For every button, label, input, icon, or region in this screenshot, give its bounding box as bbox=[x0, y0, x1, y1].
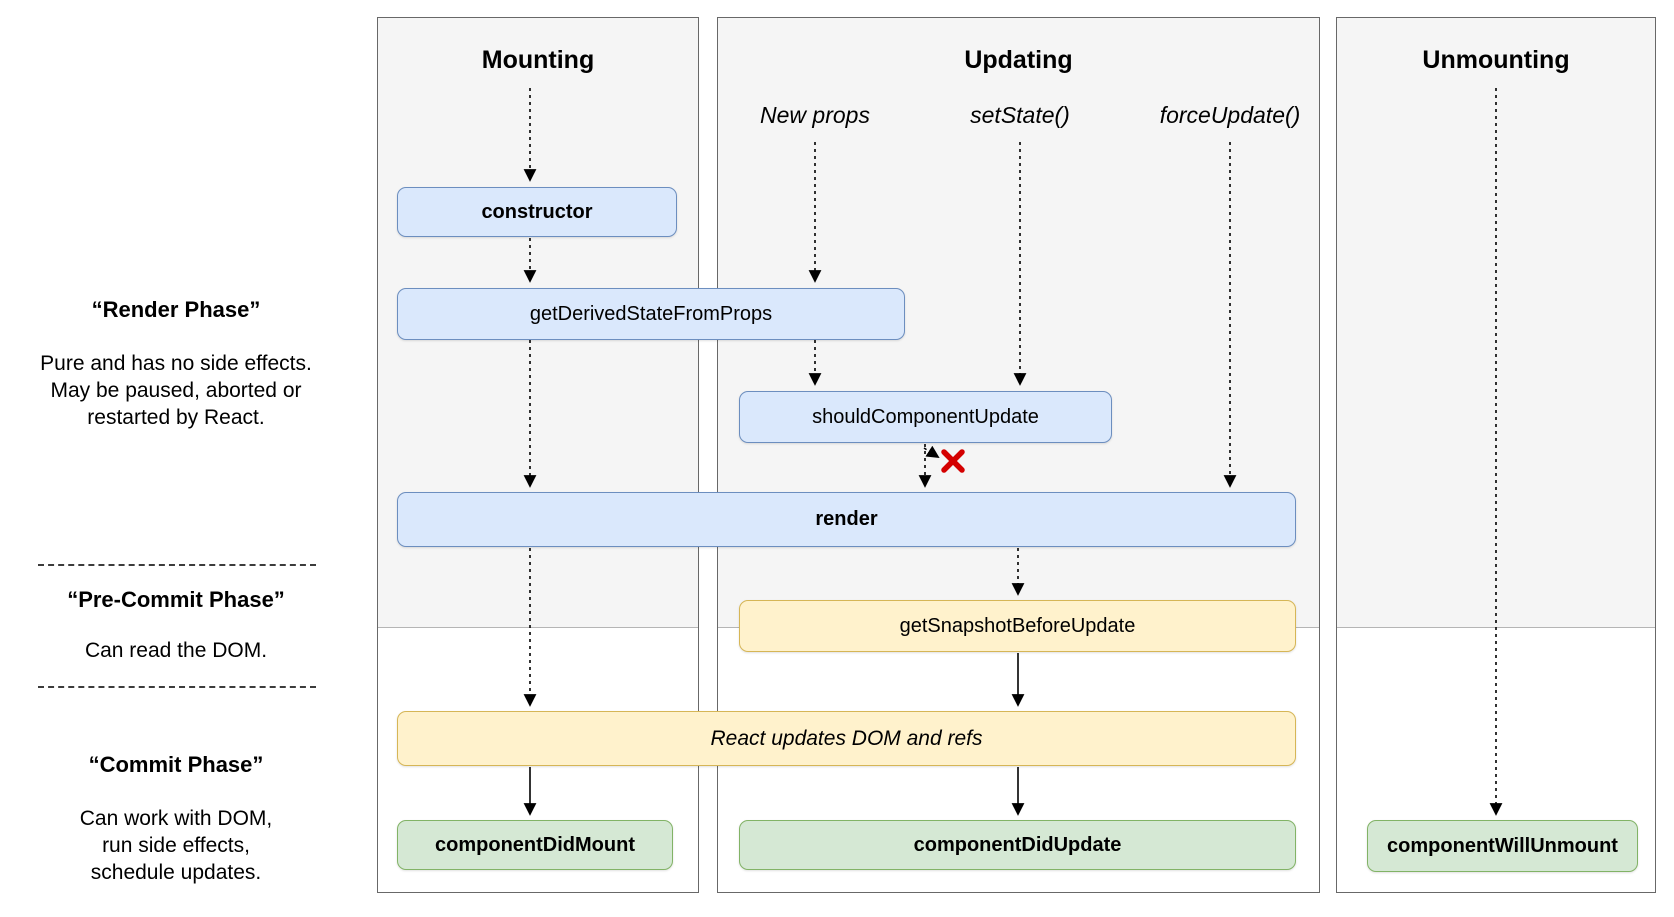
render-phase-line: May be paused, aborted or bbox=[50, 379, 302, 402]
phase-divider bbox=[38, 564, 316, 566]
node-component-will-unmount[interactable]: componentWillUnmount bbox=[1367, 820, 1638, 872]
pre-commit-phase-title: “Pre-Commit Phase” bbox=[67, 587, 285, 612]
render-phase-line: Pure and has no side effects. bbox=[40, 352, 312, 375]
commit-phase-line: Can work with DOM, bbox=[79, 807, 273, 830]
commit-phase-title: “Commit Phase” bbox=[88, 752, 264, 777]
node-component-did-mount[interactable]: componentDidMount bbox=[397, 820, 673, 870]
commit-phase-line: run side effects, bbox=[102, 834, 250, 857]
trigger-force-update: forceUpdate() bbox=[1159, 102, 1301, 128]
phase-divider bbox=[38, 686, 316, 688]
pre-commit-phase-line: Can read the DOM. bbox=[84, 639, 268, 662]
render-phase-title: “Render Phase” bbox=[91, 297, 261, 322]
commit-phase-description: Can work with DOM, run side effects, sch… bbox=[20, 805, 332, 886]
unmounting-column: Unmounting bbox=[1336, 17, 1656, 893]
node-get-snapshot-before-update[interactable]: getSnapshotBeforeUpdate bbox=[739, 600, 1296, 652]
render-phase-description: Pure and has no side effects. May be pau… bbox=[20, 350, 332, 431]
updating-column-title: Updating bbox=[964, 46, 1073, 74]
node-react-updates-dom-and-refs: React updates DOM and refs bbox=[397, 711, 1296, 766]
trigger-set-state: setState() bbox=[970, 102, 1070, 128]
commit-phase-line: schedule updates. bbox=[90, 861, 262, 884]
unmounting-render-zone bbox=[1337, 18, 1655, 628]
node-get-derived-state-from-props[interactable]: getDerivedStateFromProps bbox=[397, 288, 905, 340]
render-phase-line: restarted by React. bbox=[87, 406, 265, 429]
node-component-did-update[interactable]: componentDidUpdate bbox=[739, 820, 1296, 870]
node-render[interactable]: render bbox=[397, 492, 1296, 547]
unmounting-column-title: Unmounting bbox=[1422, 46, 1570, 74]
node-constructor[interactable]: constructor bbox=[397, 187, 677, 237]
node-should-component-update[interactable]: shouldComponentUpdate bbox=[739, 391, 1112, 443]
mounting-column-title: Mounting bbox=[481, 46, 595, 74]
trigger-new-props: New props bbox=[760, 102, 870, 128]
pre-commit-phase-description: Can read the DOM. bbox=[20, 637, 332, 664]
